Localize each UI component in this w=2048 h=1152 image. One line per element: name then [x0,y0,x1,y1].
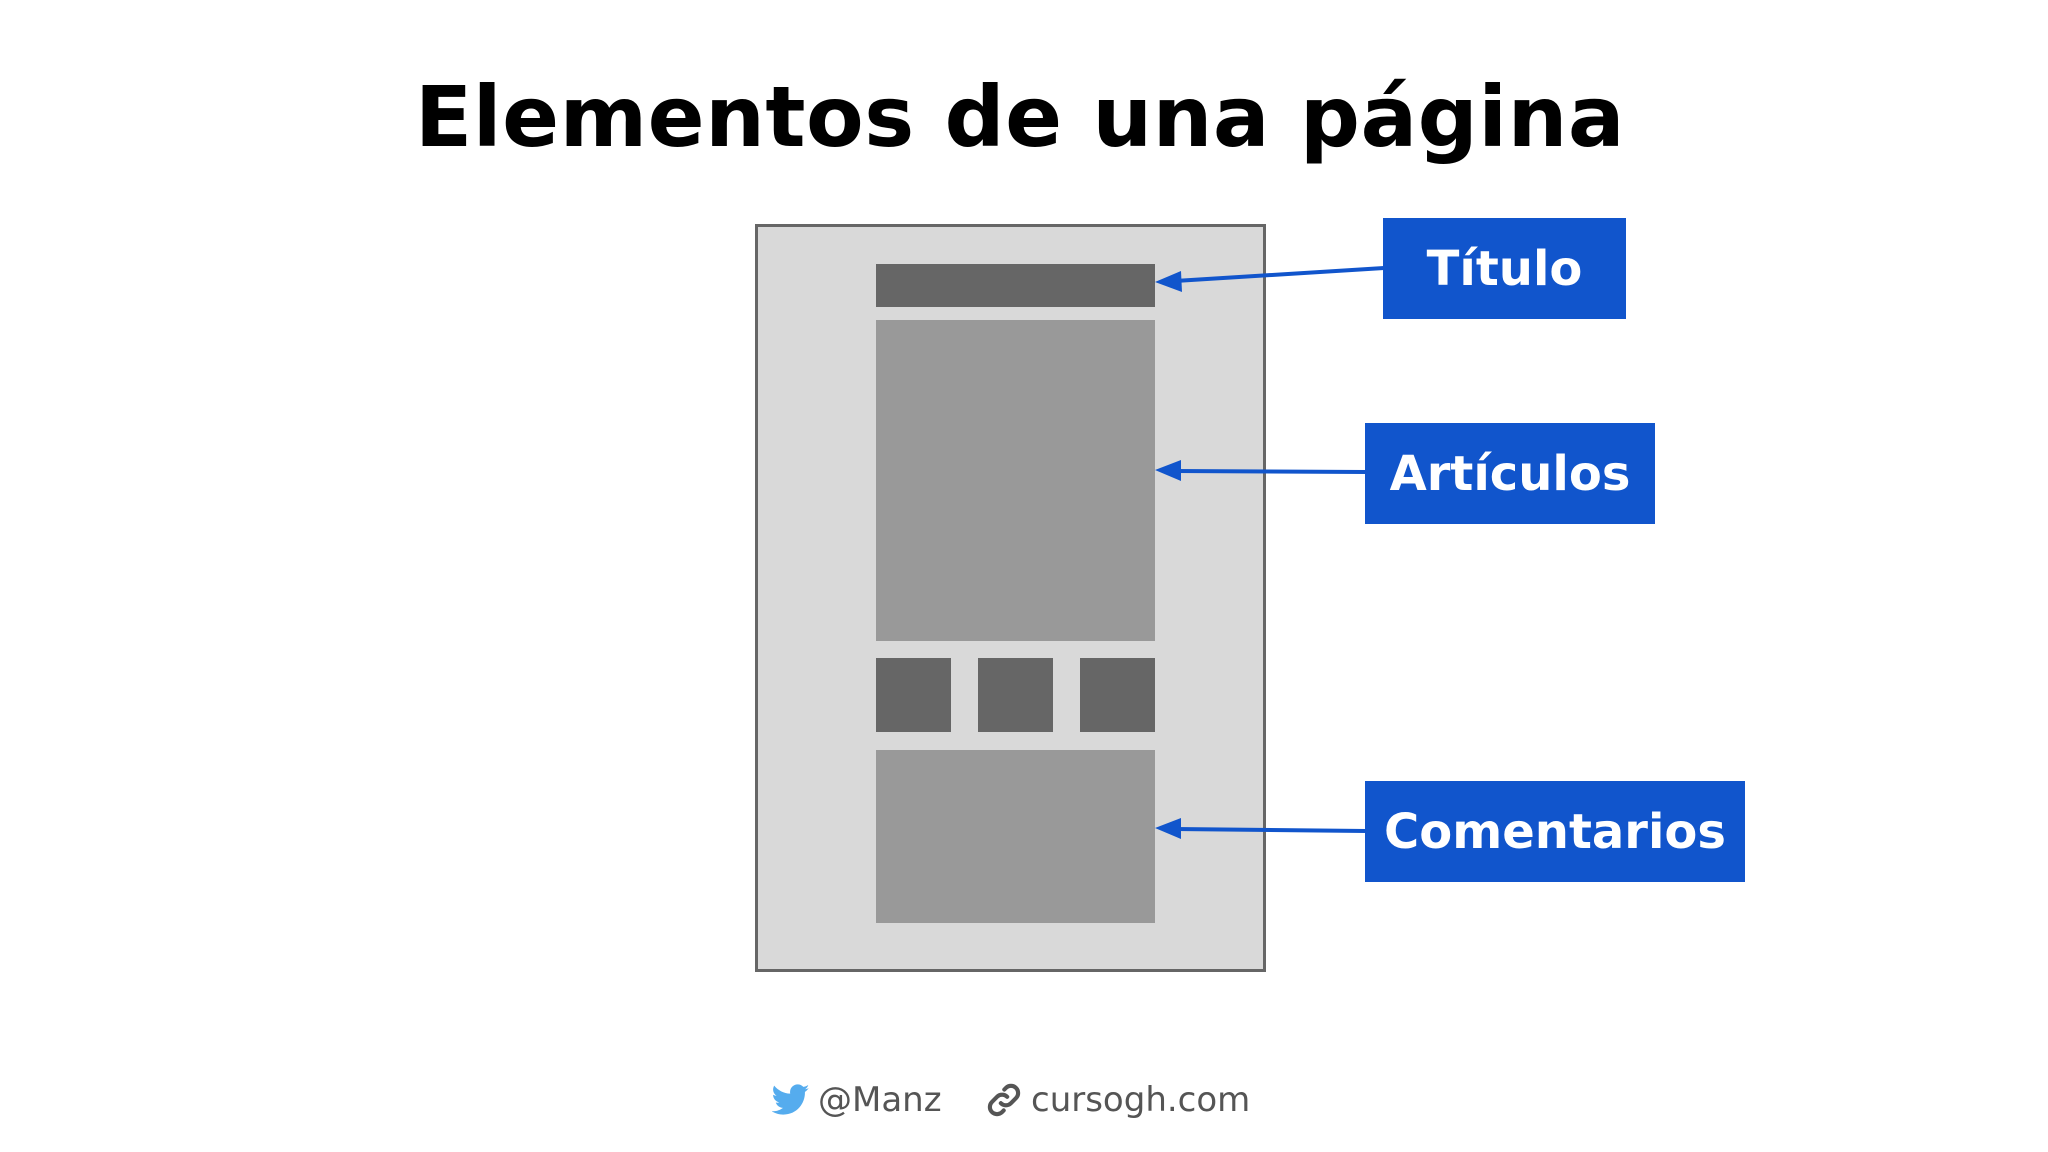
twitter-handle: @Manz [818,1080,942,1120]
label-titulo: Título [1383,218,1626,319]
wireframe-thumbnail-3 [1080,658,1155,732]
label-comentarios: Comentarios [1365,781,1745,882]
footer: @Manz cursogh.com [0,1072,2048,1128]
label-articulos: Artículos [1365,423,1655,524]
wireframe-article-block [876,320,1155,641]
slide-title: Elementos de una página [414,68,1626,166]
wireframe-title-block [876,264,1155,307]
link-chain-icon [985,1081,1023,1119]
twitter-bird-icon [772,1084,810,1116]
website-credit[interactable]: cursogh.com [985,1072,1250,1128]
wireframe-comments-block [876,750,1155,923]
page-wireframe [755,224,1266,972]
wireframe-thumbnail-1 [876,658,951,732]
twitter-credit[interactable]: @Manz [772,1072,942,1128]
website-url: cursogh.com [1031,1080,1251,1120]
wireframe-thumbnail-2 [978,658,1053,732]
